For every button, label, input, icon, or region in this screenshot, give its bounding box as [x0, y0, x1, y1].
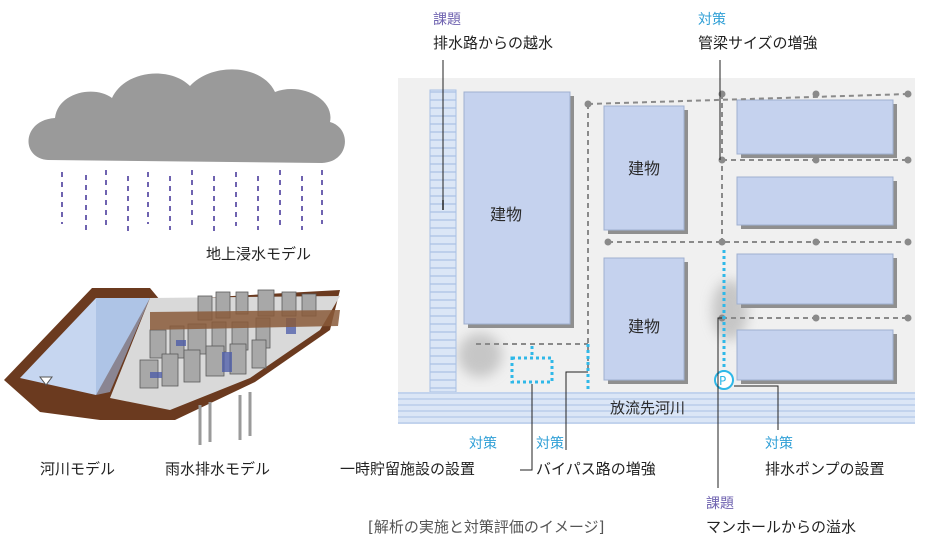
callout-pipe-text: 管梁サイズの増強: [698, 34, 818, 52]
building-blocks: [463, 91, 897, 384]
ground-flood-model-label: 地上浸水モデル: [206, 245, 311, 263]
building-bottom-middle: [603, 257, 685, 381]
svg-text:P: P: [719, 374, 726, 388]
rain-drainage-model-label: 雨水排水モデル: [165, 460, 270, 478]
figure-caption: [解析の実施と対策評価のイメージ]: [368, 518, 604, 536]
block-right-4: [736, 329, 894, 381]
callout-bypass-text: バイパス路の増強: [536, 460, 656, 478]
callout-manhole-kind: 課題: [706, 496, 734, 512]
measure-lines: [530, 250, 726, 390]
rain-cloud-illustration: [28, 69, 345, 232]
building-label-3: 建物: [628, 317, 660, 336]
callout-overflow-text: 排水路からの越水: [433, 34, 553, 52]
storage-facility: [510, 356, 554, 384]
block-right-3: [736, 253, 894, 305]
callout-storage-kind: 対策: [469, 435, 497, 452]
pump-station-icon: P: [714, 370, 734, 390]
callout-pump-text: 排水ポンプの設置: [765, 460, 885, 478]
callout-pump-kind: 対策: [765, 435, 793, 452]
block-right-2: [736, 176, 894, 226]
callout-leaders: [442, 60, 779, 488]
receiving-river: [398, 392, 915, 424]
callout-bypass-kind: 対策: [536, 435, 564, 452]
cloud-icon: [28, 69, 345, 163]
callout-pipe-kind: 対策: [698, 11, 726, 28]
block-right-1: [736, 99, 894, 155]
river-label: 放流先河川: [610, 399, 685, 417]
river-model-label: 河川モデル: [40, 460, 115, 478]
callout-storage-text: 一時貯留施設の設置: [340, 460, 475, 478]
building-left: [463, 91, 571, 325]
rain-drops: [61, 170, 323, 232]
callout-overflow-kind: 課題: [433, 12, 461, 28]
building-label-2: 建物: [628, 159, 660, 178]
building-label-1: 建物: [490, 205, 522, 224]
building-top-middle: [603, 105, 685, 231]
water-level-icon: [39, 376, 53, 386]
plan-view: 放流先河川 建物 建物 建物: [398, 78, 915, 424]
three-d-model-illustration: [4, 288, 340, 445]
callout-manhole-text: マンホールからの溢水: [706, 518, 856, 536]
